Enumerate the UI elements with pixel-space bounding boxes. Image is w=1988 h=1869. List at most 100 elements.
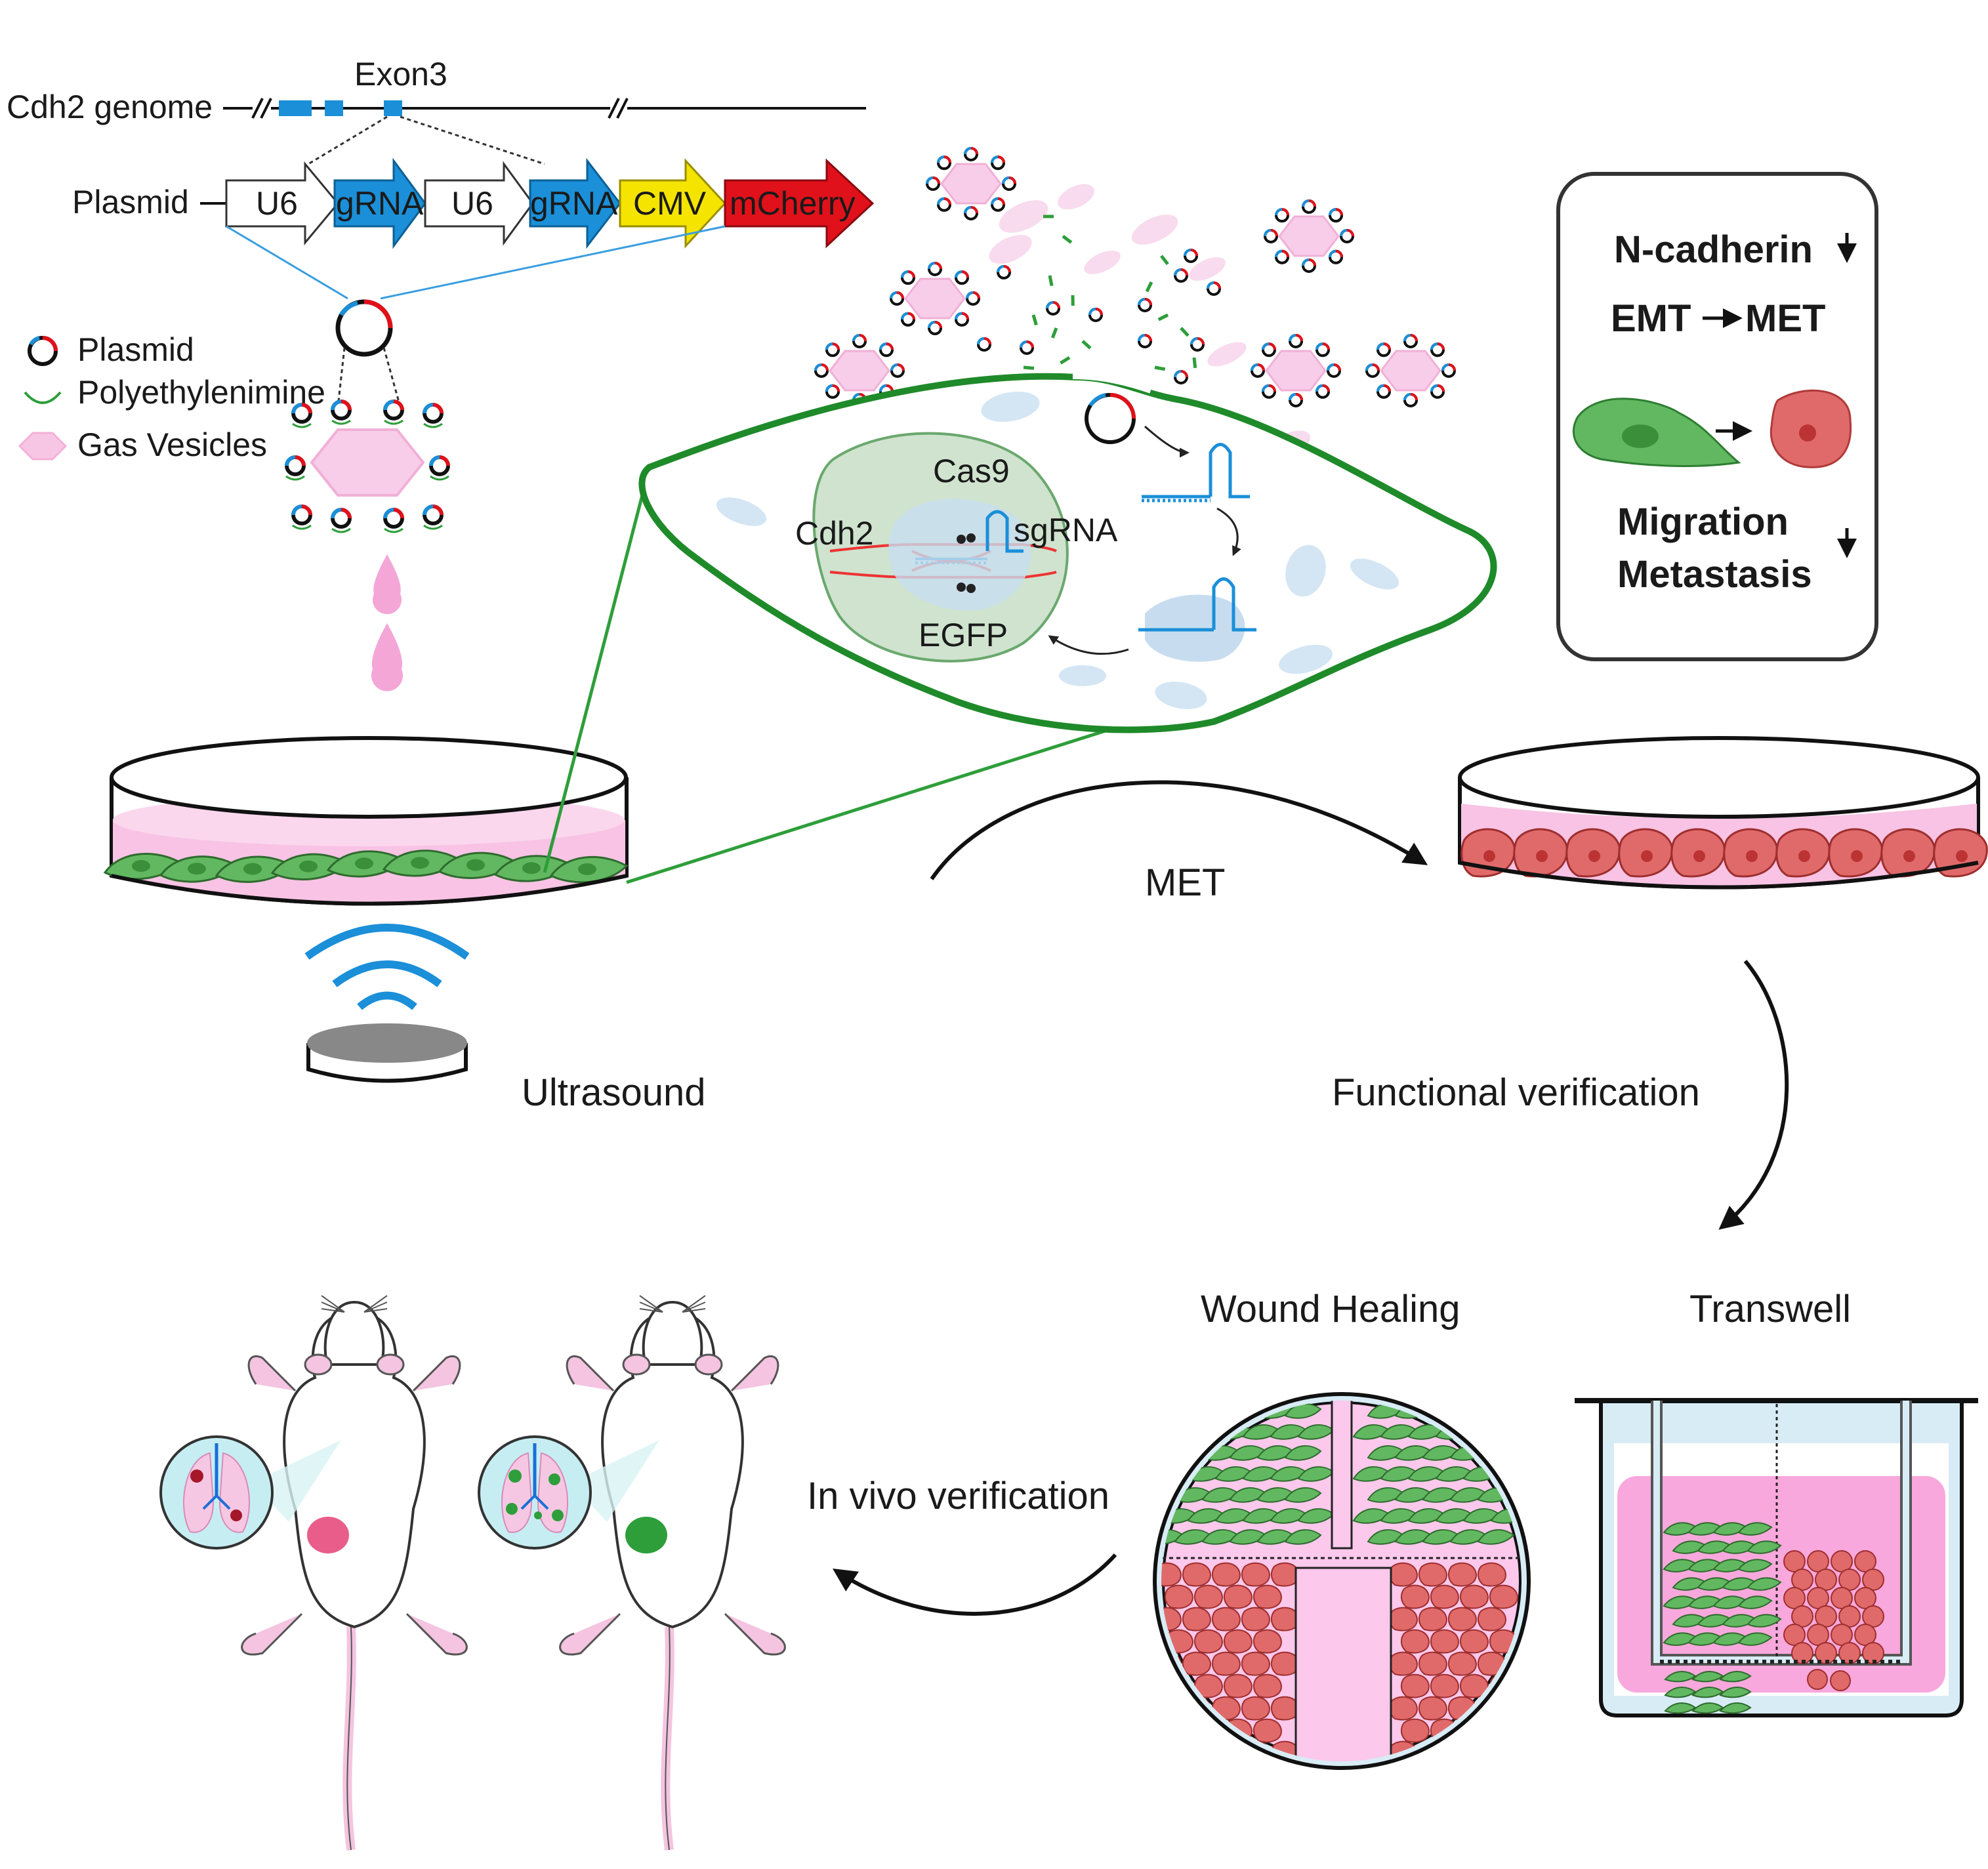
epithelial-cell (1400, 1584, 1430, 1609)
epithelial-cell (1477, 1740, 1507, 1761)
cas9-protein (888, 499, 1031, 611)
mesenchymal-cell (1490, 1424, 1522, 1440)
legend-plasmid-icon (28, 336, 58, 366)
migrated-cell (1719, 1702, 1752, 1714)
epithelial-cell (1618, 828, 1673, 878)
cmv-label: CMV (633, 185, 707, 222)
exon3-label: Exon3 (354, 56, 447, 92)
gas-vesicle-fragment (1207, 342, 1247, 367)
cytoplasmic-protein (1279, 644, 1333, 674)
cas9-label: Cas9 (933, 453, 1010, 489)
mesenchymal-cell (1462, 1424, 1501, 1440)
epithelial-cell (1388, 1607, 1419, 1632)
wound-healing-label: Wound Healing (1201, 1288, 1460, 1330)
epithelial-cell (1447, 1562, 1478, 1587)
epithelial-cell (1270, 1651, 1300, 1676)
legend-pei-label: Polyethylenimine (77, 374, 325, 411)
pei-fragment (1180, 327, 1190, 337)
epithelial-cell (1418, 1696, 1448, 1721)
summary-box: N-cadherin EMT MET Migration Metastasis (1556, 172, 1878, 661)
u6-promoter-1 (225, 161, 339, 246)
epithelial-cell (1182, 1562, 1212, 1587)
mesenchymal-cell (1747, 1614, 1782, 1628)
epithelial-cell (1270, 1696, 1300, 1721)
gas-vesicle-fragment (1131, 215, 1178, 245)
summary-ncadherin-label: N-cadherin (1614, 228, 1813, 271)
plasmid-construct-label: Plasmid (72, 184, 189, 220)
genome-label: Cdh2 genome (7, 89, 213, 125)
epithelial-cell (1388, 1562, 1419, 1587)
plasmid-circle-icon (335, 299, 402, 407)
epithelial-cell (1723, 828, 1778, 878)
genome-track: Cdh2 genome Exon3 (7, 56, 866, 165)
egfp-label: EGFP (919, 617, 1008, 653)
gas-vesicle-complex-small (1365, 333, 1457, 408)
gas-vesicle-complex (285, 400, 450, 533)
mesenchymal-cell (1737, 1522, 1773, 1536)
pei-fragment (1060, 356, 1071, 365)
epithelial-cell (1447, 1740, 1478, 1761)
epithelial-cell (1253, 1629, 1283, 1654)
grna2-label: gRNA2 (530, 185, 636, 222)
epithelial-cell (1459, 1629, 1489, 1654)
epithelial-cell (1182, 1607, 1212, 1632)
migrated-cell (1719, 1687, 1752, 1698)
mcherry-label: mCherry (730, 185, 856, 222)
culture-dish-left (103, 736, 629, 906)
migrated-cell (1807, 1669, 1828, 1690)
mesenchymal-cell (1477, 1403, 1515, 1419)
gas-vesicle-fragment (1057, 184, 1095, 210)
epithelial-cell (1161, 1740, 1182, 1761)
epithelial-cell (1193, 1584, 1224, 1609)
epithelial-cell (1182, 1740, 1212, 1761)
gas-vesicle-complex-small (925, 146, 1017, 221)
ultrasound-label: Ultrasound (522, 1071, 705, 1114)
epithelial-cell (1670, 828, 1726, 878)
epithelial-cell (1164, 1718, 1194, 1743)
cut-scissors-icon (957, 533, 976, 593)
mesenchymal-cell (1201, 1403, 1239, 1419)
legend-gas-vesicles-label: Gas Vesicles (77, 426, 267, 463)
plasmid-construct: Plasmid U6 gRNA1 U6 gRNA2 CMV mCherry (72, 157, 875, 300)
cytoplasmic-protein (1155, 682, 1207, 709)
mesenchymal-cell (549, 855, 629, 884)
cytoplasmic-protein (1285, 544, 1326, 597)
in-vivo-verification-arrow (832, 1553, 1117, 1616)
mouse-control (159, 1295, 468, 1851)
migrated-cell (1719, 1671, 1752, 1683)
pei-fragment (1145, 281, 1153, 293)
u6-promoter-2 (424, 161, 534, 246)
mesenchymal-cell (1284, 1487, 1322, 1503)
epithelial-cell (1270, 1562, 1300, 1587)
epithelial-cell (1182, 1651, 1212, 1676)
droplet-1 (373, 554, 402, 615)
mesenchymal-cell (1284, 1529, 1322, 1545)
droplet-2 (371, 623, 404, 691)
pei-fragment (1050, 327, 1058, 339)
transwell-label: Transwell (1689, 1288, 1851, 1330)
epithelial-cell (1489, 1718, 1519, 1743)
cell-inset: Cas9 sgRNA Cdh2 EGFP (638, 369, 1497, 733)
pei-fragment (1192, 357, 1197, 369)
summary-metastasis-label: Metastasis (1617, 553, 1812, 596)
mesenchymal-cell (1187, 1424, 1225, 1440)
pei-fragment (1081, 340, 1092, 350)
summary-migration-label: Migration (1617, 501, 1789, 543)
pei-fragment (1048, 275, 1054, 287)
epithelial-cell (1253, 1718, 1283, 1743)
met-label: MET (1145, 861, 1225, 904)
epithelial-cell (1430, 1629, 1460, 1654)
pei-fragment (1023, 365, 1035, 370)
culture-dish-right (1458, 736, 1988, 890)
epithelial-cell (1489, 1584, 1519, 1609)
gas-vesicle-complex-small (814, 333, 905, 408)
epithelial-cell (1223, 1629, 1253, 1654)
epithelial-cell (1477, 1607, 1507, 1632)
epithelial-cell (1223, 1674, 1253, 1698)
legend-gas-vesicle-icon (18, 432, 68, 461)
epithelial-cell (1400, 1629, 1430, 1654)
epithelial-cell (1828, 828, 1883, 878)
grna1-element (333, 157, 426, 249)
epithelial-cell (1211, 1651, 1241, 1676)
epithelial-cell (1418, 1651, 1448, 1676)
